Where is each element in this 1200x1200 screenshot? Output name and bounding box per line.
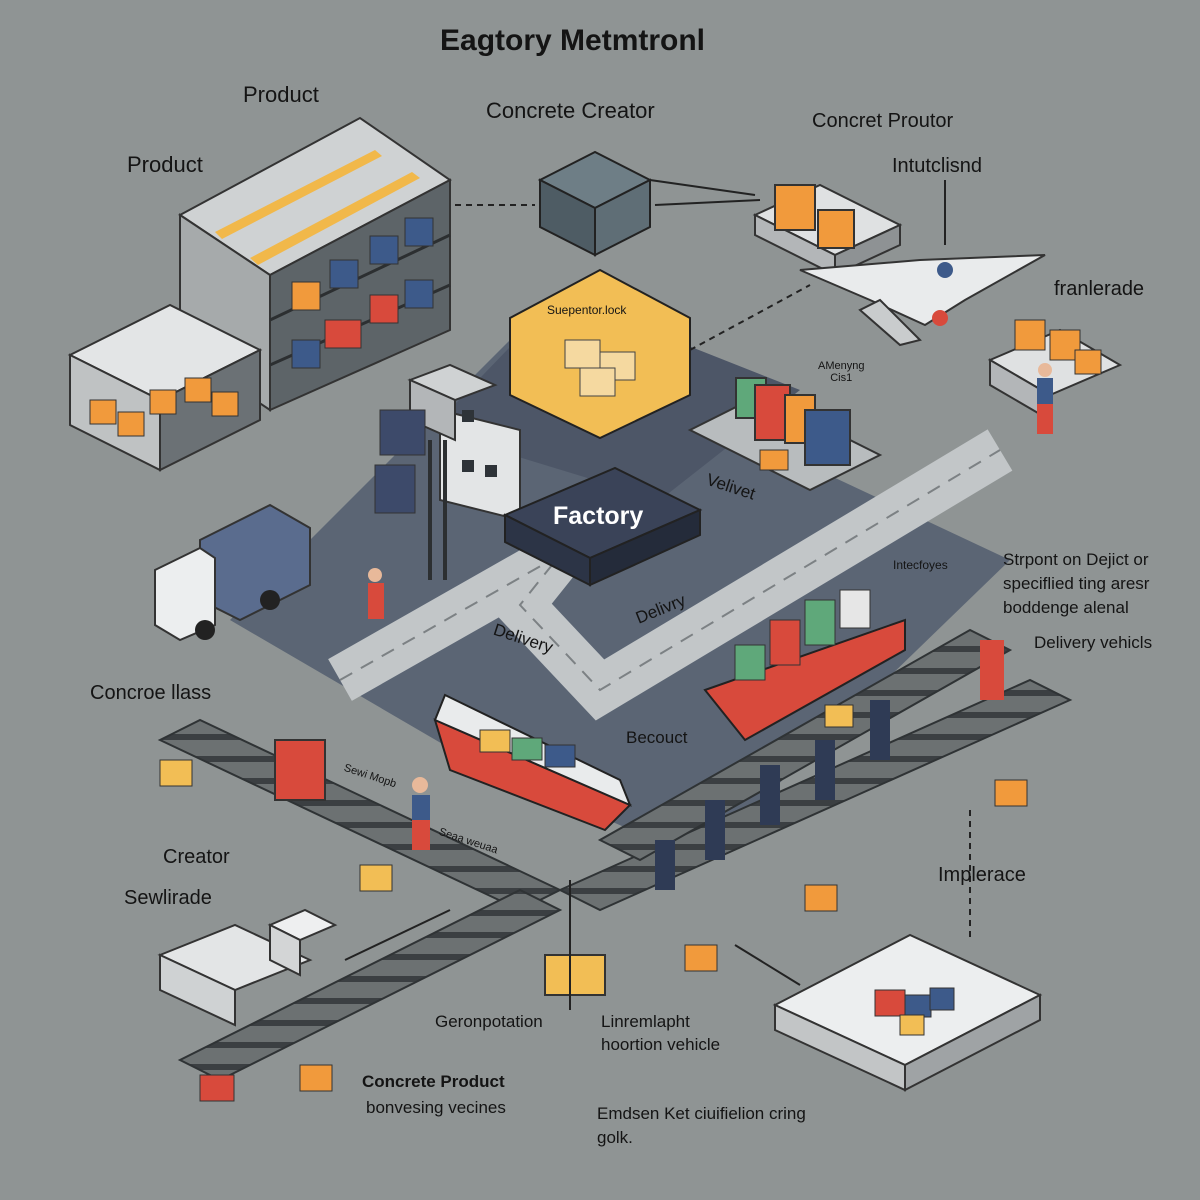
factory-block xyxy=(502,466,703,587)
warehouse-rack-icon xyxy=(178,116,452,412)
concret-proutor-label: Concret Proutor xyxy=(812,110,954,132)
product-left-label: Product xyxy=(127,152,203,177)
worker-icon xyxy=(1037,363,1053,434)
delivery-vehicls-label: Delivery vehicls xyxy=(1034,633,1153,652)
franlerade-label: franlerade xyxy=(1054,278,1145,300)
conveyor-icon xyxy=(655,640,1004,890)
strpont-line3: boddenge alenal xyxy=(1003,598,1129,617)
strpont-line2: speciflied ting aresr xyxy=(1003,574,1150,593)
implementation-platform xyxy=(772,933,1043,1092)
hexagon-node xyxy=(509,268,691,440)
becouct-label: Becouct xyxy=(626,728,688,747)
truck-icon xyxy=(154,503,311,642)
linremlapht-line2: hoortion vehicle xyxy=(601,1035,721,1054)
factory-building xyxy=(374,363,521,522)
concrete-product-line1: Concrete Product xyxy=(362,1072,505,1091)
crane-icon xyxy=(428,440,447,580)
emdsen-line2: golk. xyxy=(597,1128,633,1147)
forklift-icon xyxy=(274,739,606,996)
worker-center xyxy=(368,568,430,850)
right-pallet xyxy=(987,319,1123,422)
geronpotation-label: Geronpotation xyxy=(435,1012,543,1031)
concrete-product-line2: bonvesing vecines xyxy=(366,1098,506,1117)
implerace-label: Implerace xyxy=(938,864,1026,886)
intutclisnd-label: Intutclisnd xyxy=(892,155,983,177)
suepentor-label: Suepentor.lock xyxy=(547,303,627,317)
container-stack xyxy=(687,377,883,492)
factory-label: Factory xyxy=(553,502,644,530)
amenyng-label: AMenyng Cis1 xyxy=(818,360,865,384)
product-top-label: Product xyxy=(243,82,319,107)
product-pallet xyxy=(752,183,903,277)
diagram-title: Eagtory Metmtronl xyxy=(440,24,706,57)
cargo-ship-right xyxy=(703,589,906,742)
sewlirade-label: Sewlirade xyxy=(124,887,212,909)
intecfoyes-label: Intecfoyes xyxy=(893,558,948,572)
concrete-creator-label: Concrete Creator xyxy=(486,98,655,123)
cargo-ship-icon xyxy=(433,693,632,832)
linremlapht-line1: Linremlapht xyxy=(601,1012,690,1031)
strpont-line1: Strpont on Dejict or xyxy=(1003,550,1149,569)
loose-boxes xyxy=(159,704,1028,1102)
creator-label: Creator xyxy=(163,846,230,868)
storage-shed xyxy=(67,303,263,472)
empty-cube-stack xyxy=(157,908,338,1027)
cube-icon xyxy=(537,150,653,257)
airplane-icon xyxy=(799,254,1046,347)
emdsen-line1: Emdsen Ket ciuifielion cring xyxy=(597,1104,806,1123)
concroe-llass-label: Concroe llass xyxy=(90,682,212,704)
